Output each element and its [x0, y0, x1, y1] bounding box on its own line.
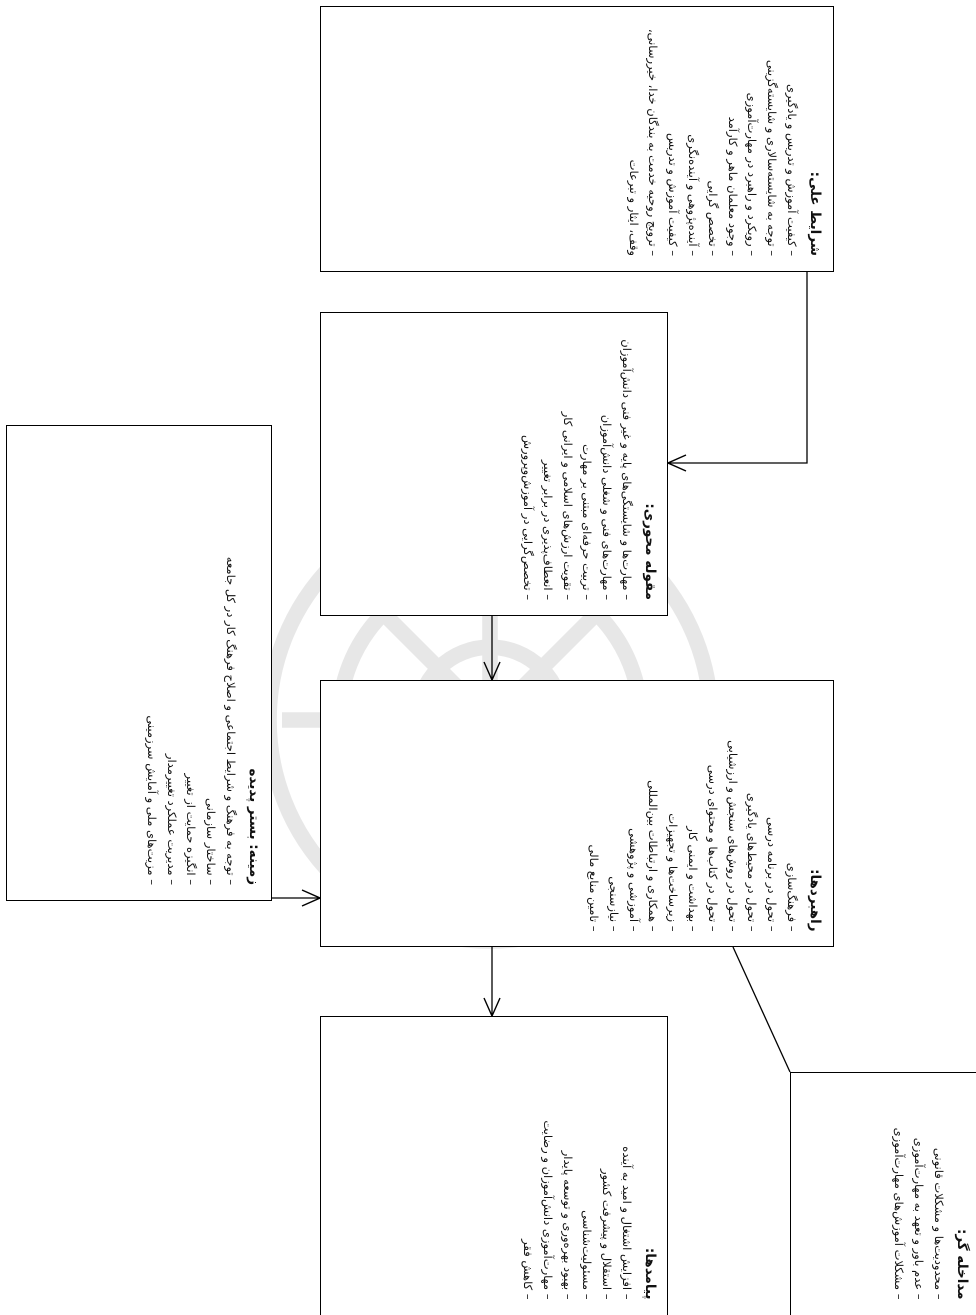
- list-item: – فرهنگ‌سازی: [781, 692, 801, 931]
- list-item: – تقویت ارزش‌های اسلامی و ایرانی کار: [557, 324, 577, 600]
- list-item: – وجود معلمان ماهر و کارآمد: [722, 18, 742, 256]
- box-outcomes: پیامدها: – افزایش اشتغال و امید به آینده…: [320, 1016, 668, 1315]
- list-item: – نیازسنجی: [603, 692, 623, 931]
- box-intervening: مداخله گر: – محدودیت‌ها و مشکلات قانونی …: [790, 1072, 976, 1315]
- list-item: – مهارت‌های فنی و شغلی دانش‌آموزان: [596, 324, 616, 600]
- arrow-scientific-to-central: [668, 272, 807, 463]
- list-item: – تحول در کتاب‌ها و محتوای درسی: [702, 692, 722, 931]
- box-outcomes-title: پیامدها:: [642, 1029, 658, 1300]
- box-central-list: – مهارت‌ها و شایستگی‌های پایه و غیر فنی …: [517, 324, 636, 600]
- list-item: – بهداشت و ایمنی کار: [682, 692, 702, 931]
- box-scientific-title: شرایط علی:: [807, 18, 823, 256]
- box-strategies: راهبردها: – فرهنگ‌سازی – تحول در برنامه …: [320, 680, 834, 947]
- list-item: – مدیریت عملکرد تغییرمدار: [161, 437, 181, 885]
- list-item: – توجه به فرهنگ و شرایط اجتماعی و اصلاح …: [220, 437, 240, 885]
- box-scientific-conditions: شرایط علی: – کیفیت آموزش و تدریس و یادگی…: [320, 6, 834, 272]
- list-item: – مهارت‌ها و شایستگی‌های پایه و غیر فنی …: [616, 324, 636, 600]
- list-item: – رویکرد و راهبرد در مهارت‌آموزی: [742, 18, 762, 256]
- list-item: – استقلال و پیشرفت کشور: [596, 1029, 616, 1300]
- list-item: – ترویج روحیه خدمت به بندگان خدا، خیررسا…: [623, 18, 663, 256]
- box-strategies-list: – فرهنگ‌سازی – تحول در برنامه درسی – تحو…: [583, 692, 800, 931]
- list-item: – تربیت حرفه‌ای مبتنی بر مهارت: [577, 324, 597, 600]
- list-item: – انعطاف‌پذیری در برابر تغییر: [537, 324, 557, 600]
- list-item: – آموزشی و پژوهشی: [623, 692, 643, 931]
- list-item: – مزیت‌های ملی و آمایش سرزمینی: [141, 437, 161, 885]
- list-item: – مشکلات آموزش‌های مهارت‌آموزی: [888, 1085, 908, 1300]
- list-item: – کاهش فقر: [517, 1029, 537, 1300]
- box-intervening-list: – محدودیت‌ها و مشکلات قانونی – عدم باور …: [888, 1085, 947, 1300]
- list-item: – بهبود بهره‌وری و توسعه پایدار: [557, 1029, 577, 1300]
- list-item: – همکاری و ارتباطات بین‌المللی: [643, 692, 663, 931]
- list-item: – توجه به شایسته‌سالاری و شایسته‌گزینی: [761, 18, 781, 256]
- list-item: – ساختار سازمانی: [200, 437, 220, 885]
- list-item: – زیرساخت‌ها و تجهیزات: [662, 692, 682, 931]
- list-item: – تامین منابع مالی: [583, 692, 603, 931]
- list-item: – تحول در روش‌های سنجش و ارزشیابی: [722, 692, 742, 931]
- box-central-category: مقوله محوری: – مهارت‌ها و شایستگی‌های پا…: [320, 312, 668, 616]
- list-item: – محدودیت‌ها و مشکلات قانونی: [928, 1085, 948, 1300]
- list-item: – عدم باور و تعهد به مهارت‌آموزی: [908, 1085, 928, 1300]
- list-item: – کیفیت آموزش و تدریس: [662, 18, 682, 256]
- list-item: – مهارت‌آموزی دانش‌آموزان و رضایت: [537, 1029, 557, 1300]
- box-central-title: مقوله محوری:: [642, 324, 658, 600]
- list-item: – تحول در برنامه درسی: [761, 692, 781, 931]
- list-item: – افزایش اشتغال و امید به آینده: [616, 1029, 636, 1300]
- box-context: زمینه: بستر پدیده – توجه به فرهنگ و شرای…: [6, 425, 272, 901]
- box-context-list: – توجه به فرهنگ و شرایط اجتماعی و اصلاح …: [141, 437, 240, 885]
- list-item: – تحول در محیط‌های یادگیری: [742, 692, 762, 931]
- list-item: – کیفیت آموزش و تدریس و یادگیری: [781, 18, 801, 256]
- list-item: – انگیزه حمایت از تغییر: [181, 437, 201, 885]
- box-strategies-title: راهبردها:: [807, 692, 823, 931]
- box-outcomes-list: – افزایش اشتغال و امید به آینده – استقلا…: [517, 1029, 636, 1300]
- list-item: – تخصص گرایی: [702, 18, 722, 256]
- list-item: – مسئولیت‌شناسی: [577, 1029, 597, 1300]
- box-intervening-title: مداخله گر:: [953, 1085, 969, 1300]
- list-item: – آینده‌پژوهی و آینده‌نگری: [682, 18, 702, 256]
- list-item: – تخصص‌گرایی در آموزش‌وپرورش: [517, 324, 537, 600]
- box-context-title: زمینه: بستر پدیده: [246, 437, 262, 885]
- box-scientific-list: – کیفیت آموزش و تدریس و یادگیری – توجه ب…: [623, 18, 801, 256]
